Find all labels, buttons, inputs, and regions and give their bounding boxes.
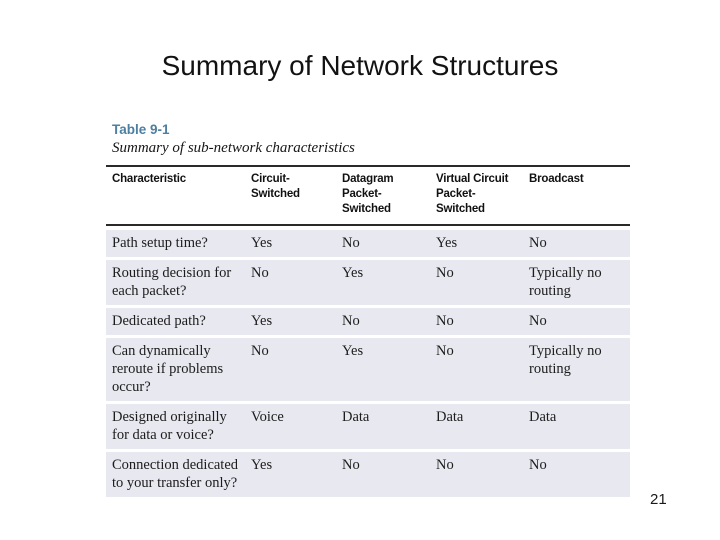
table-label: Table 9-1 [112,122,170,137]
cell-value: Data [529,409,557,425]
column-header-datagram-packet-switched: Datagram Packet-Switched [342,173,394,215]
row-characteristic: Routing decision for each packet? [112,265,232,299]
column-header-virtual-circuit-packet-switched: Virtual Circuit Packet-Switched [436,173,509,215]
cell-value: No [251,343,269,359]
cell-value: Yes [251,235,273,251]
table-row: Routing decision for each packet? No Yes… [106,260,630,305]
cell-value: No [342,457,360,473]
cell-value: No [529,457,547,473]
cell-value: Yes [342,343,364,359]
cell-value: Yes [251,457,273,473]
column-header-characteristic: Characteristic [112,173,186,185]
cell-value: No [529,313,547,329]
slide-title: Summary of Network Structures [161,50,559,81]
page-number: 21 [650,491,667,508]
column-header-broadcast: Broadcast [529,173,584,185]
row-characteristic: Dedicated path? [112,313,206,329]
row-characteristic: Connection dedicated to your transfer on… [112,457,239,491]
cell-value: No [529,235,547,251]
row-characteristic: Designed originally for data or voice? [112,409,227,443]
cell-value: Yes [342,265,364,281]
cell-value: No [342,313,360,329]
row-characteristic: Path setup time? [112,235,208,251]
network-structures-table: Table 9-1 Summary of sub-network charact… [106,121,630,500]
cell-value: Typically no routing [529,343,602,377]
cell-value: No [342,235,360,251]
cell-value: Data [342,409,370,425]
table-row: Can dynamically reroute if problems occu… [106,338,630,401]
cell-value: No [436,313,454,329]
table-row: Connection dedicated to your transfer on… [106,452,630,497]
cell-value: Voice [251,409,284,425]
table-row: Dedicated path? Yes No No No [106,308,630,335]
cell-value: Data [436,409,464,425]
cell-value: Yes [436,235,458,251]
cell-value: Yes [251,313,273,329]
cell-value: No [251,265,269,281]
column-header-circuit-switched: Circuit-Switched [251,173,300,200]
table-body: Path setup time? Yes No Yes No Routing d… [106,230,630,497]
cell-value: No [436,457,454,473]
table-row: Path setup time? Yes No Yes No [106,230,630,257]
table-row: Designed originally for data or voice? V… [106,404,630,449]
cell-value: Typically no routing [529,265,602,299]
cell-value: No [436,265,454,281]
cell-value: No [436,343,454,359]
row-characteristic: Can dynamically reroute if problems occu… [112,343,224,395]
table-header-row: Characteristic Circuit-Switched Datagram… [106,165,630,226]
table-caption: Summary of sub-network characteristics [112,140,355,156]
